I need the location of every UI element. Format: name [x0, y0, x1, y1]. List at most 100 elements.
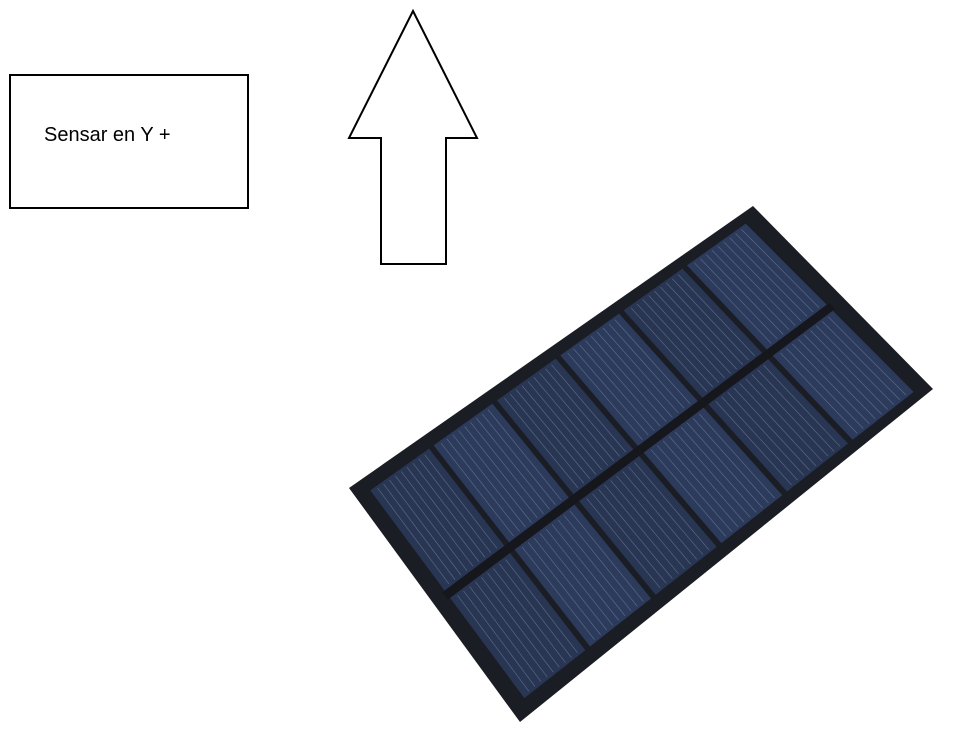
- solar-cell-finger-line: [792, 343, 870, 424]
- solar-cell-finger-line: [786, 348, 864, 429]
- solar-cell-finger-line: [630, 307, 708, 392]
- solar-cell-finger-line: [457, 595, 530, 692]
- solar-cell-finger-line: [521, 385, 597, 475]
- solar-cell-finger-line: [569, 510, 644, 602]
- solar-cell-finger-line: [592, 493, 667, 584]
- solar-cell-finger-line: [400, 471, 474, 567]
- solar-cell-finger-line: [567, 352, 643, 440]
- solar-cell-finger-line: [692, 418, 769, 504]
- solar-cell-finger-line: [527, 542, 601, 636]
- solar-cell-finger-line: [810, 330, 888, 410]
- solar-panel-finger-lines: [377, 229, 907, 692]
- solar-cell-finger-line: [668, 436, 745, 523]
- solar-cell-finger-line: [481, 577, 554, 673]
- solar-cell-finger-line: [591, 336, 667, 422]
- solar-panel-center-bus: [442, 303, 835, 600]
- solar-cell-finger-line: [660, 286, 737, 370]
- solar-cell-finger-line: [602, 327, 679, 414]
- solar-cell-finger-line: [816, 325, 894, 405]
- solar-cell-finger-line: [499, 563, 572, 658]
- solar-cell-finger-line: [828, 316, 907, 396]
- solar-cell-finger-line: [650, 449, 727, 537]
- solar-panel-icon: [349, 206, 933, 722]
- solar-cell-finger-line: [418, 458, 492, 554]
- solar-cell-finger-line: [614, 319, 691, 405]
- solar-cell-finger-line: [680, 427, 757, 513]
- up-arrow-icon: [347, 8, 479, 265]
- solar-cell-finger-line: [727, 392, 804, 476]
- solar-cell-finger-line: [715, 401, 792, 486]
- solar-cell-finger-line: [636, 303, 714, 388]
- solar-cell-finger-line: [705, 254, 784, 335]
- solar-cell-finger-line: [551, 364, 627, 453]
- solar-cell-finger-line: [745, 378, 823, 462]
- solar-cell-finger-line: [729, 237, 808, 317]
- solar-cell-finger-line: [598, 489, 673, 579]
- solar-cell-finger-line: [424, 454, 498, 549]
- solar-cell-finger-line: [735, 233, 814, 313]
- solar-cell-finger-line: [610, 480, 685, 570]
- solar-cell-finger-line: [628, 466, 704, 555]
- label-box-border: [9, 74, 249, 209]
- solar-cell-finger-line: [608, 323, 685, 409]
- solar-cell-finger-line: [822, 321, 901, 401]
- solar-cell-finger-line: [694, 262, 772, 344]
- solar-cell-finger-line: [533, 377, 609, 466]
- solar-cell-finger-line: [395, 475, 468, 571]
- solar-cell-finger-line: [656, 445, 733, 532]
- solar-cell-finger-line: [585, 340, 661, 427]
- solar-cell-finger-line: [377, 488, 450, 585]
- solar-cell-finger-line: [545, 528, 620, 621]
- solar-cell-finger-line: [798, 339, 876, 420]
- solar-cell-finger-line: [469, 586, 542, 682]
- solar-cell-finger-line: [642, 299, 720, 383]
- solar-cell-finger-line: [475, 581, 548, 678]
- solar-cell-finger-line: [677, 274, 755, 356]
- solar-cell-finger-line: [723, 241, 802, 322]
- solar-cell-finger-line: [741, 229, 820, 308]
- solar-cell-finger-line: [579, 344, 655, 431]
- solar-cell-finger-line: [596, 331, 673, 418]
- solar-cell-finger-line: [470, 422, 544, 514]
- solar-cell-finger-line: [733, 387, 811, 471]
- solar-cell-finger-line: [739, 383, 817, 466]
- solar-cell-finger-line: [493, 568, 566, 663]
- solar-cell-finger-line: [604, 484, 679, 574]
- solar-cell-finger-line: [533, 537, 608, 631]
- solar-cell-finger-line: [674, 431, 751, 518]
- solar-cell-finger-line: [686, 422, 763, 508]
- solar-cell-finger-line: [666, 282, 743, 365]
- solar-cell-finger-line: [557, 519, 632, 612]
- solar-cell-finger-line: [698, 413, 775, 499]
- solar-cell-finger-line: [545, 368, 621, 457]
- solar-cell-finger-line: [515, 389, 591, 480]
- solar-cell-finger-line: [463, 590, 536, 687]
- solar-cell-finger-line: [504, 397, 579, 489]
- solar-cell-finger-line: [505, 559, 578, 654]
- solar-cell-finger-line: [510, 393, 585, 484]
- solar-cell-finger-line: [717, 245, 796, 326]
- solar-cell-finger-line: [521, 546, 595, 640]
- solar-cell-finger-line: [662, 440, 739, 528]
- solar-cell-finger-line: [700, 258, 778, 340]
- solar-cell-finger-line: [406, 467, 480, 562]
- solar-panel-bus-bars: [442, 303, 835, 600]
- solar-cell-finger-line: [622, 471, 698, 560]
- sensor-label-box: Sensar en Y +: [9, 74, 249, 209]
- solar-cell-finger-line: [476, 417, 550, 510]
- solar-cell-finger-line: [780, 352, 858, 434]
- solar-cell-finger-line: [383, 483, 456, 580]
- solar-cell-finger-line: [757, 369, 835, 452]
- solar-cell-finger-line: [389, 479, 462, 576]
- solar-cell-finger-line: [481, 413, 556, 505]
- solar-cell-finger-line: [751, 374, 829, 457]
- solar-cell-finger-line: [527, 381, 603, 471]
- solar-cell-finger-line: [446, 438, 520, 532]
- solar-cell-finger-line: [440, 442, 514, 537]
- solar-cell-finger-line: [458, 430, 532, 523]
- solar-cell-finger-line: [539, 372, 615, 462]
- solar-cell-finger-line: [672, 278, 749, 361]
- solar-cell-finger-line: [464, 426, 538, 519]
- solar-cell-finger-line: [412, 462, 486, 558]
